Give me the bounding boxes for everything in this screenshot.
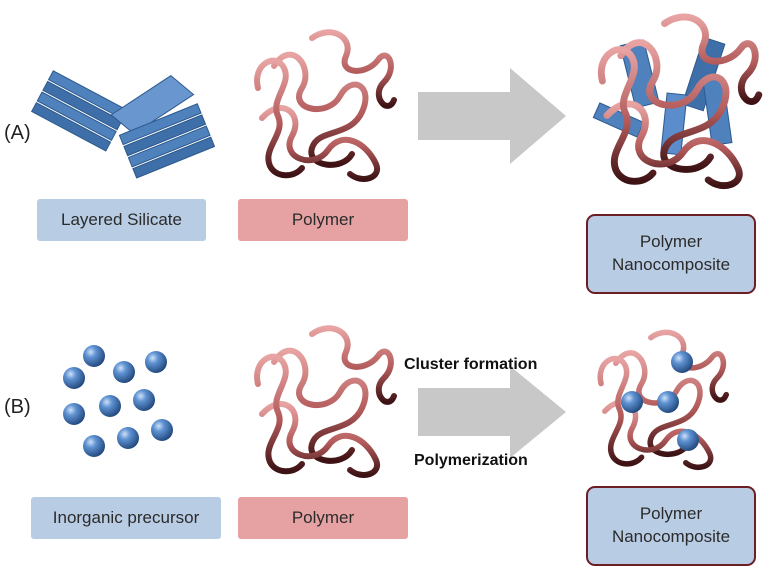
result-line-2-a: Nanocomposite	[611, 255, 731, 274]
process-arrow-b	[418, 366, 566, 458]
layered-silicate-label: Layered Silicate	[37, 199, 206, 241]
polymer-nanocomposite-label-b: Polymer Nanocomposite	[586, 486, 756, 566]
nanocomposite-a	[592, 17, 758, 186]
result-line-1-a: Polymer	[639, 232, 703, 252]
polymer-nanocomposite-label-a: Polymer Nanocomposite	[586, 214, 756, 294]
process-arrow-a	[418, 68, 566, 164]
polymer-coil-a	[257, 32, 394, 179]
cluster-formation-label: Cluster formation	[404, 356, 538, 373]
polymerization-label: Polymerization	[414, 452, 528, 469]
result-line-2-b: Nanocomposite	[611, 527, 731, 546]
inorganic-precursor-label: Inorganic precursor	[31, 497, 221, 539]
layered-silicate-stack-right	[110, 75, 216, 179]
row-label-b: (B)	[4, 396, 31, 418]
polymer-label-b: Polymer	[238, 497, 408, 539]
row-label-a: (A)	[4, 122, 31, 144]
polymer-label-a: Polymer	[238, 199, 408, 241]
layered-silicate-stack-left	[30, 70, 129, 152]
result-line-1-b: Polymer	[639, 504, 703, 524]
polymer-coil-b	[257, 328, 394, 475]
nanocomposite-b	[600, 332, 726, 467]
inorganic-precursor-particles	[63, 345, 173, 457]
